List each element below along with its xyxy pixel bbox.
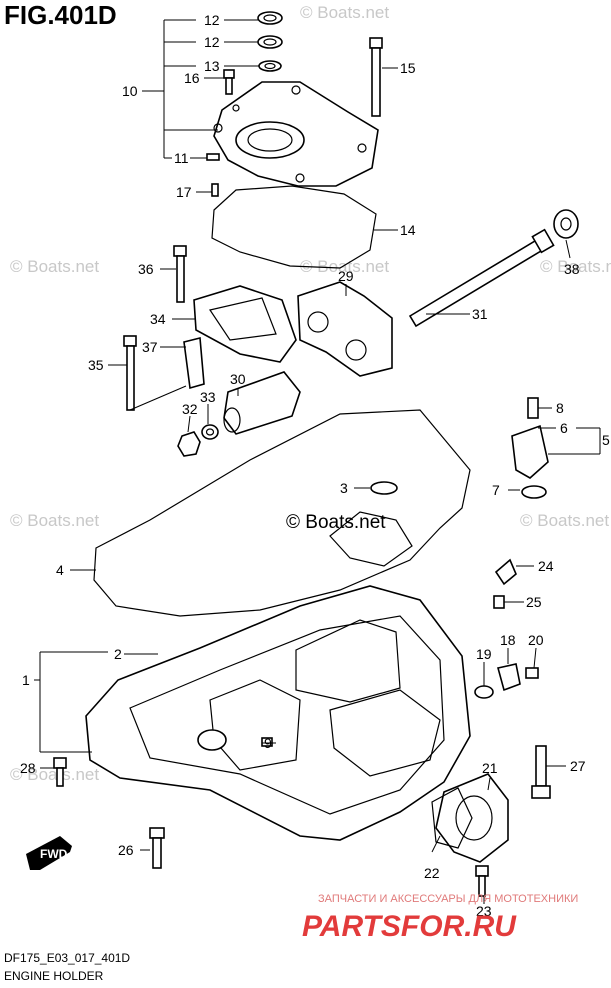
watermark: © Boats.net [10,511,99,530]
callout-33: 33 [200,389,216,405]
callout-12b: 12 [204,34,220,50]
callout-6: 6 [560,420,568,436]
shop-brand-logo: PARTSFOR.RU [302,910,517,943]
model-code: DF175_E03_017_401D [4,951,130,965]
callout-15: 15 [400,60,416,76]
callout-25: 25 [526,594,542,610]
fwd-arrow: FWD [26,836,72,870]
callout-13: 13 [204,58,220,74]
callout-22: 22 [424,865,440,881]
watermark: © Boats.net [10,765,99,784]
callout-28: 28 [20,760,36,776]
callout-34: 34 [150,311,166,327]
callout-17: 17 [176,184,192,200]
callout-23: 23 [476,903,492,919]
callout-16: 16 [184,70,200,86]
watermark: © Boats.net [300,257,389,276]
callout-32: 32 [182,401,198,417]
callout-5: 5 [602,432,610,448]
mount-parts-drawing [123,209,579,457]
callout-1: 1 [22,672,30,688]
watermark-center: © Boats.net [286,512,386,533]
callout-38: 38 [564,261,580,277]
watermark: © Boats.net [300,3,389,22]
callout-11: 11 [174,150,189,166]
callout-8: 8 [556,400,564,416]
bolts-drawing [53,745,551,897]
callouts: 12 12 13 16 10 15 11 17 14 38 36 29 31 3… [20,12,610,919]
gasket-drawing [211,185,377,269]
watermark: © Boats.net [540,257,611,276]
watermark: © Boats.net [520,511,609,530]
callout-20: 20 [528,632,544,648]
callout-31: 31 [472,306,488,322]
callout-10: 10 [122,83,138,99]
callout-7: 7 [492,482,500,498]
outlet-drawing [511,397,549,499]
callout-2: 2 [114,646,122,662]
figure-title: FIG.401D [4,0,117,30]
callout-30: 30 [230,371,246,387]
watermark: © Boats.net [10,257,99,276]
callout-12a: 12 [204,12,220,28]
o-ring-drawing [370,481,398,495]
callout-3: 3 [340,480,348,496]
shop-subtitle: ЗАПЧАСТИ И АКСЕССУАРЫ ДЛЯ МОТОТЕХНИКИ [318,893,578,905]
leader-lines [34,19,601,904]
callout-27: 27 [570,758,586,774]
figure-caption: ENGINE HOLDER [4,969,104,983]
callout-14: 14 [400,222,416,238]
callout-35: 35 [88,357,104,373]
fwd-label: FWD [40,847,68,861]
callout-24: 24 [538,558,554,574]
callout-21: 21 [482,760,498,776]
callout-26: 26 [118,842,134,858]
callout-9: 9 [264,735,272,751]
big-gasket-drawing [93,409,471,617]
callout-36: 36 [138,261,154,277]
callout-37: 37 [142,339,158,355]
callout-29: 29 [338,268,354,284]
callout-19: 19 [476,646,492,662]
callout-18: 18 [500,632,516,648]
upper-cover-drawing [206,11,383,197]
oil-pan-drawing [85,558,539,863]
callout-4: 4 [56,562,64,578]
gasket-window [329,511,413,567]
